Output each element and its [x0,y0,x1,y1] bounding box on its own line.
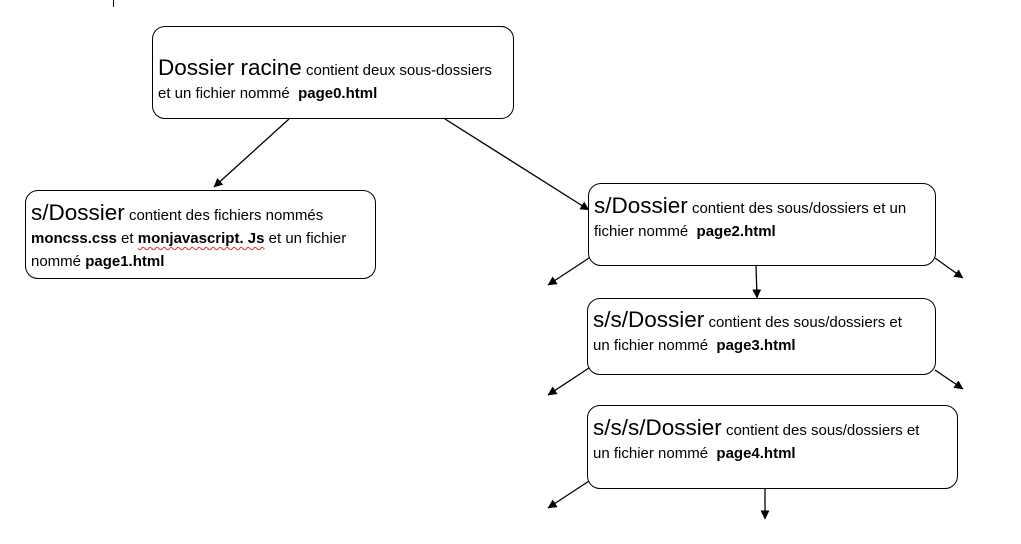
edge-level3-left-stub [547,480,590,509]
edge-level1-right-stub [934,257,964,279]
root-folder-desc-1: contient deux sous-dossiers [301,62,492,79]
subfolder-level2-desc-1: contient des sous/dossiers et [704,314,902,331]
subfolder-level1-title: s/Dossier [594,193,688,218]
left-subfolder-desc-2: et un fichier [264,230,347,247]
root-folder-title: Dossier racine [158,55,302,80]
edge-root-to-left [213,118,290,188]
edge-root-to-level1 [444,118,590,211]
edge-level1-left-stub [547,257,590,286]
subfolder-level1-file: page2.html [696,223,776,240]
root-folder-node: Dossier racine contient deux sous-dossie… [152,26,514,119]
subfolder-level1-node: s/Dossier contient des sous/dossiers et … [588,183,936,266]
subfolder-level2-node: s/s/Dossier contient des sous/dossiers e… [587,298,936,375]
subfolder-level3-file: page4.html [716,445,796,462]
left-subfolder-node: s/Dossier contient des fichiers nommés m… [25,190,376,279]
edge-level1-to-level2 [752,264,762,299]
subfolder-level2-desc-2: un fichier nommé [593,337,709,354]
left-subfolder-file-css: moncss.css [31,230,117,247]
root-folder-file: page0.html [298,85,378,102]
subfolder-level2-title: s/s/Dossier [593,307,705,332]
subfolder-level3-desc-2: un fichier nommé [593,445,709,462]
subfolder-level2-file: page3.html [716,337,796,354]
root-folder-desc-2: et un fichier nommé [158,85,290,102]
subfolder-level1-desc-2: fichier nommé [594,223,689,240]
left-subfolder-file: page1.html [85,253,165,270]
left-subfolder-title: s/Dossier [31,200,125,225]
edge-level2-left-stub [547,367,590,396]
subfolder-level3-desc-1: contient des sous/dossiers et [721,422,920,439]
text-cursor-mark [113,0,114,7]
subfolder-level1-desc-1: contient des sous/dossiers et un [687,200,907,217]
subfolder-level3-title: s/s/s/Dossier [593,415,722,440]
left-subfolder-desc-1: contient des fichiers nommés [124,207,324,224]
left-subfolder-desc-3: nommé [31,253,86,270]
left-subfolder-file-js: monjavascript. Js [137,230,265,247]
subfolder-level3-node: s/s/s/Dossier contient des sous/dossiers… [587,405,958,489]
edge-level2-right-stub [934,369,964,390]
left-subfolder-and: et [116,230,138,247]
